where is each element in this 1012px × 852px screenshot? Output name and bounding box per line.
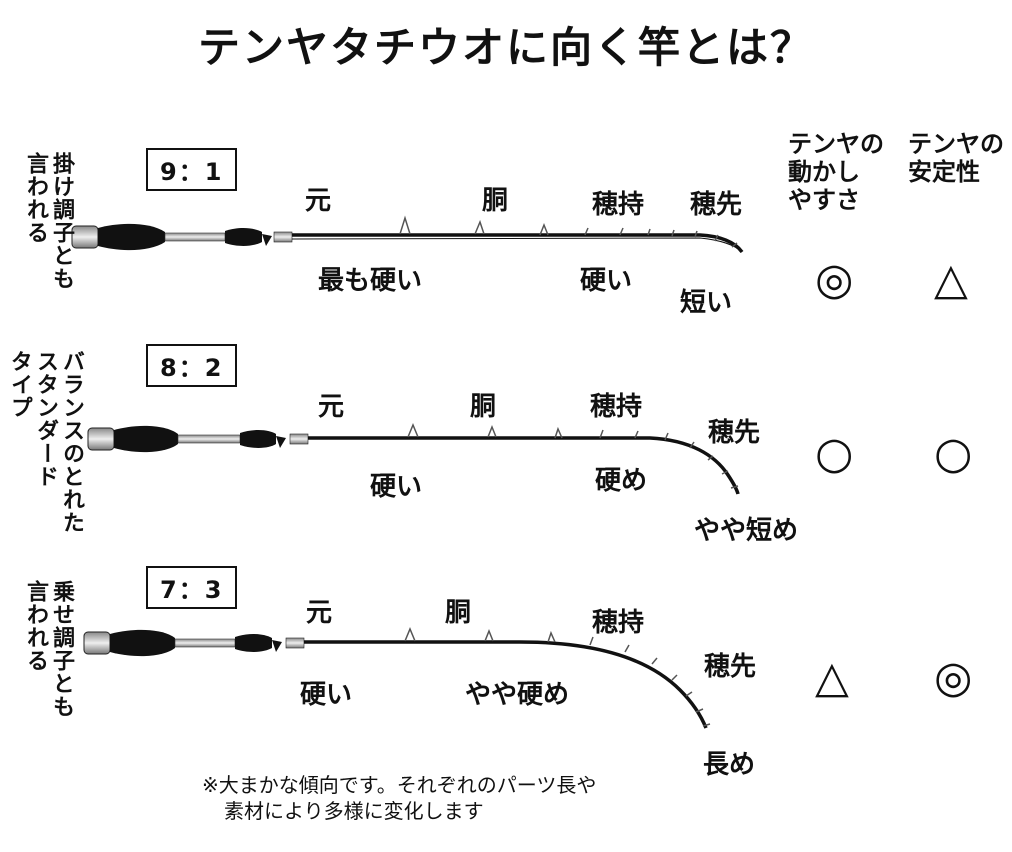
row1-stability-rating: △ — [934, 254, 968, 305]
row1-label-mid: 胴 — [482, 186, 509, 216]
row3-label-grip: 穂持 — [592, 608, 645, 638]
row1-movement-rating: ◎ — [815, 254, 854, 305]
row2-label-tip: 穂先 — [708, 418, 761, 448]
row1-label-grip: 穂持 — [592, 190, 645, 220]
row3-desc-butt: 硬い — [300, 680, 353, 710]
row1-desc-tip: 短い — [680, 288, 733, 318]
row3-side-label-line-1: 乗せ調子とも — [49, 580, 74, 718]
row1-side-label: 掛け調子とも 言われる — [22, 152, 74, 302]
row2-label-mid: 胴 — [470, 392, 497, 422]
row1-label-butt: 元 — [305, 186, 332, 216]
stability-header-line-1: テンヤの — [908, 130, 1004, 158]
row1-desc-butt: 最も硬い — [318, 266, 423, 296]
row3-desc-mid: やや硬め — [465, 680, 570, 710]
row1-label-tip: 穂先 — [690, 190, 743, 220]
row2-ratio-badge: 8：2 — [146, 344, 238, 387]
row3-label-tip: 穂先 — [704, 652, 757, 682]
row3-label-butt: 元 — [306, 598, 333, 628]
footnote-line-2: 素材により多様に変化します — [224, 799, 484, 823]
rod-8-2 — [87, 423, 740, 495]
rod-7-3 — [83, 627, 711, 729]
row1-ratio-badge: 9：1 — [146, 148, 238, 191]
row1-side-label-line-1: 掛け調子とも — [49, 152, 74, 290]
row2-movement-rating: ○ — [815, 428, 854, 479]
movement-header-line-3: やすさ — [788, 186, 860, 214]
row1-side-label-line-2: 言われる — [23, 152, 48, 244]
row2-side-label-line-2: スタンダード — [33, 350, 58, 488]
footnote: ※大まかな傾向です。それぞれのパーツ長や 素材により多様に変化します — [202, 772, 596, 824]
row2-desc-butt: 硬い — [370, 472, 423, 502]
row2-stability-rating: ○ — [934, 428, 973, 479]
row2-side-label-line-1: バランスのとれた — [59, 350, 84, 534]
row3-label-mid: 胴 — [445, 598, 472, 628]
stability-header-line-2: 安定性 — [908, 158, 980, 186]
rod-9-1 — [71, 215, 744, 254]
row3-desc-tip: 長め — [703, 750, 756, 780]
movement-header-line-1: テンヤの — [788, 130, 884, 158]
page-title: テンヤタチウオに向く竿とは？ — [197, 23, 814, 72]
row2-label-grip: 穂持 — [590, 392, 643, 422]
row2-label-butt: 元 — [318, 392, 345, 422]
movement-header-line-2: 動かし — [788, 158, 860, 186]
row2-side-label-line-3: タイプ — [7, 350, 32, 419]
row3-side-label: 乗せ調子とも 言われる — [22, 580, 74, 730]
row3-stability-rating: ◎ — [934, 652, 973, 703]
row3-side-label-line-2: 言われる — [23, 580, 48, 672]
row2-desc-tip: やや短め — [694, 516, 799, 546]
row2-desc-grip: 硬め — [595, 466, 648, 496]
movement-column-header: テンヤの 動かし やすさ — [788, 130, 884, 214]
row1-desc-grip: 硬い — [580, 266, 633, 296]
row3-movement-rating: △ — [815, 652, 849, 703]
row3-ratio-badge: 7：3 — [146, 566, 238, 609]
row2-side-label: バランスのとれた スタンダード タイプ — [6, 350, 84, 550]
stability-column-header: テンヤの 安定性 — [908, 130, 1004, 186]
footnote-line-1: ※大まかな傾向です。それぞれのパーツ長や — [202, 773, 597, 797]
